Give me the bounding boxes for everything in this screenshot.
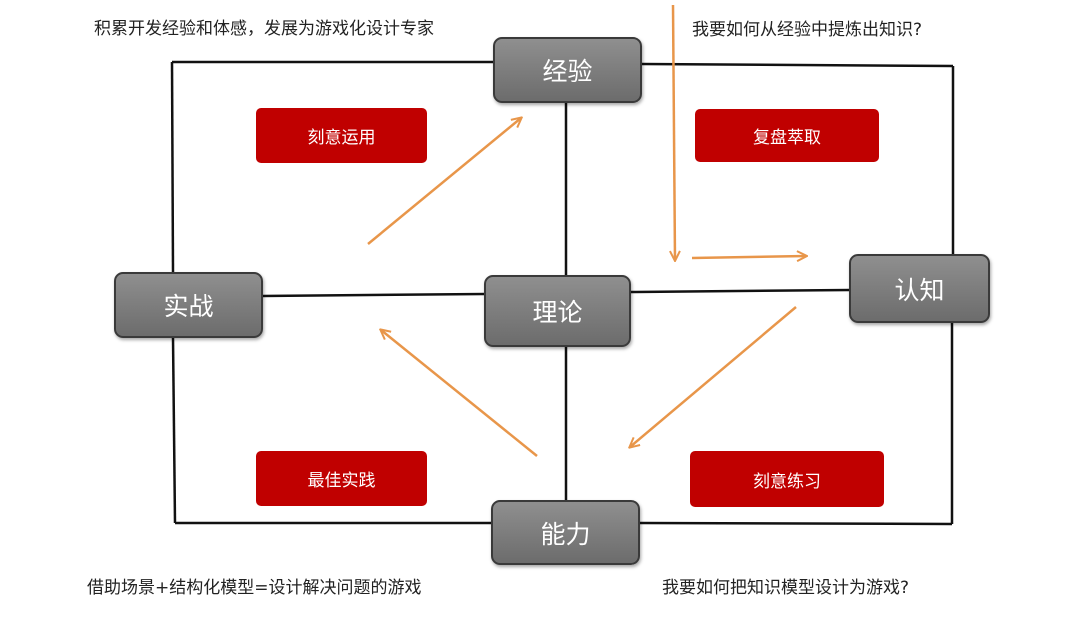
caption-bottom-left: 借助场景+结构化模型=设计解决问题的游戏 bbox=[87, 578, 422, 598]
flow-arrows bbox=[367, 4, 806, 457]
quadrant-label-review-extraction: 复盘萃取 bbox=[695, 109, 879, 162]
frame-top-right-edge bbox=[641, 62, 954, 68]
node-experience: 经验 bbox=[493, 37, 642, 103]
caption-top-right: 我要如何从经验中提炼出知识? bbox=[692, 20, 923, 40]
arrow-down-to-cognition bbox=[673, 4, 675, 260]
quadrant-label-deliberate-practice: 刻意练习 bbox=[690, 451, 884, 507]
frame-left-lower-edge bbox=[171, 337, 177, 524]
node-theory: 理论 bbox=[484, 275, 631, 347]
outer-frame bbox=[170, 60, 955, 526]
node-ability: 能力 bbox=[491, 500, 640, 565]
caption-bottom-right: 我要如何把知识模型设计为游戏? bbox=[662, 578, 910, 598]
axis-center-to-right bbox=[630, 288, 851, 294]
frame-bottom-right-edge bbox=[639, 521, 953, 526]
arrow-practice-to-experience bbox=[367, 118, 521, 245]
node-practice: 实战 bbox=[114, 272, 263, 338]
cross-lines bbox=[261, 102, 851, 500]
arrow-ability-to-practice bbox=[381, 330, 538, 457]
axis-left-to-center bbox=[261, 292, 486, 298]
arrow-right-to-cognition bbox=[691, 256, 806, 258]
quadrant-label-best-practice: 最佳实践 bbox=[256, 451, 427, 506]
node-cognition: 认知 bbox=[849, 254, 990, 323]
quadrant-label-deliberate-application: 刻意运用 bbox=[256, 108, 427, 163]
frame-left-upper-edge bbox=[170, 61, 175, 273]
arrow-cognition-to-ability bbox=[630, 306, 797, 447]
caption-top-left: 积累开发经验和体感，发展为游戏化设计专家 bbox=[94, 19, 434, 39]
